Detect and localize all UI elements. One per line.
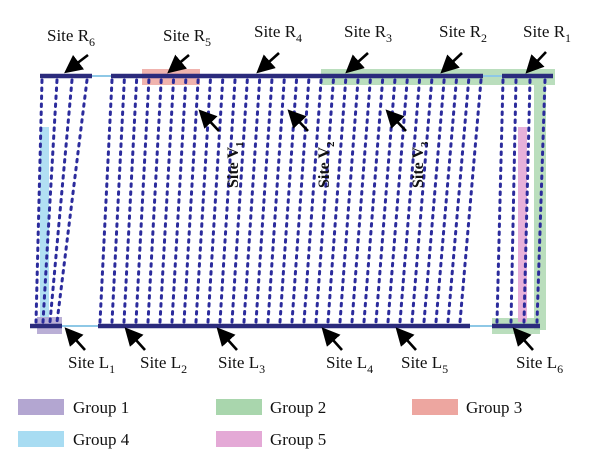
group-highlights [37,69,555,334]
arrow-v3 [385,109,407,132]
dotted-line [182,78,200,324]
site-v2-label: Site V2 [316,141,337,188]
dotted-line [266,78,286,324]
site-r4-label: Site R4 [254,22,302,45]
rail-connectors [62,75,502,327]
legend-item-group-4: Group 4 [18,430,130,449]
arrow-l5 [395,327,417,351]
dotted-line [206,78,225,324]
dotted-line [110,78,126,324]
group-4-highlight [40,127,49,322]
site-v1-label: Site V1 [225,141,246,188]
group-5-highlight [518,127,527,322]
legend: Group 1 Group 2 Group 3 Group 4 Group 5 [18,398,522,449]
legend-swatch [18,431,64,447]
legend-item-group-2: Group 2 [216,398,326,417]
legend-label: Group 1 [73,398,129,417]
legend-item-group-1: Group 1 [18,398,129,417]
legend-swatch [216,399,262,415]
site-r6-label: Site R6 [47,26,95,49]
legend-item-group-3: Group 3 [412,398,522,417]
arrow-r5 [167,54,190,74]
site-l3-label: Site L3 [218,353,265,376]
legend-swatch [412,399,458,415]
arrow-r3 [345,52,369,74]
dotted-line [48,78,74,324]
dotted-line [398,78,421,324]
dotted-line [34,78,44,324]
dotted-line [314,78,335,324]
dotted-line [41,78,59,324]
dotted-line [230,78,249,324]
dotted-line [434,78,458,324]
dotted-line [458,78,483,324]
dotted-line [134,78,151,324]
legend-label: Group 4 [73,430,130,449]
arrows [64,51,547,351]
dotted-line [410,78,434,324]
dotted-line [422,78,446,324]
site-l6-label: Site L6 [516,353,563,376]
arrow-v2 [287,109,309,132]
dotted-line [218,78,237,324]
dotted-line [302,78,323,324]
dotted-line [122,78,139,324]
arrow-l2 [124,327,146,351]
legend-item-group-5: Group 5 [216,430,326,449]
arrow-l3 [216,327,238,351]
arrow-v1 [198,109,220,132]
dotted-line [98,78,114,324]
site-l2-label: Site L2 [140,353,187,376]
site-r1-label: Site R1 [523,22,571,45]
arrow-l4 [321,327,343,351]
legend-label: Group 5 [270,430,326,449]
dotted-line [522,78,532,324]
top-site-labels: Site R6 Site R5 Site R4 Site R3 Site R2 … [47,22,571,49]
rails [30,73,553,329]
arrow-r6 [64,53,89,74]
site-r2-label: Site R2 [439,22,487,45]
dotted-line [146,78,163,324]
dotted-line [55,78,89,324]
dotted-line [446,78,471,324]
vertical-site-labels: Site V1 Site V2 Site V3 [225,141,431,188]
site-l1-label: Site L1 [68,353,115,376]
dotted-lines [34,78,547,324]
site-v3-label: Site V3 [410,141,431,188]
bottom-site-labels: Site L1 Site L2 Site L3 Site L4 Site L5 … [68,353,563,376]
dotted-line [254,78,274,324]
dotted-line [170,78,188,324]
dotted-line [362,78,385,324]
site-r3-label: Site R3 [344,22,392,45]
dotted-line [158,78,175,324]
arrow-l1 [64,327,86,351]
legend-swatch [18,399,64,415]
arrow-r2 [440,52,463,74]
arrow-l6 [512,327,534,351]
dotted-line [242,78,262,324]
dotted-line [495,78,505,324]
dotted-line [535,78,547,324]
dotted-line [350,78,372,324]
site-l4-label: Site L4 [326,353,373,376]
dotted-line [338,78,360,324]
dotted-line [194,78,212,324]
legend-swatch [216,431,262,447]
site-r5-label: Site R5 [163,26,211,49]
site-l5-label: Site L5 [401,353,448,376]
legend-label: Group 2 [270,398,326,417]
dotted-line [326,78,348,324]
legend-label: Group 3 [466,398,522,417]
dotted-line [509,78,518,324]
arrow-r4 [256,52,280,74]
arrow-r1 [525,51,547,74]
